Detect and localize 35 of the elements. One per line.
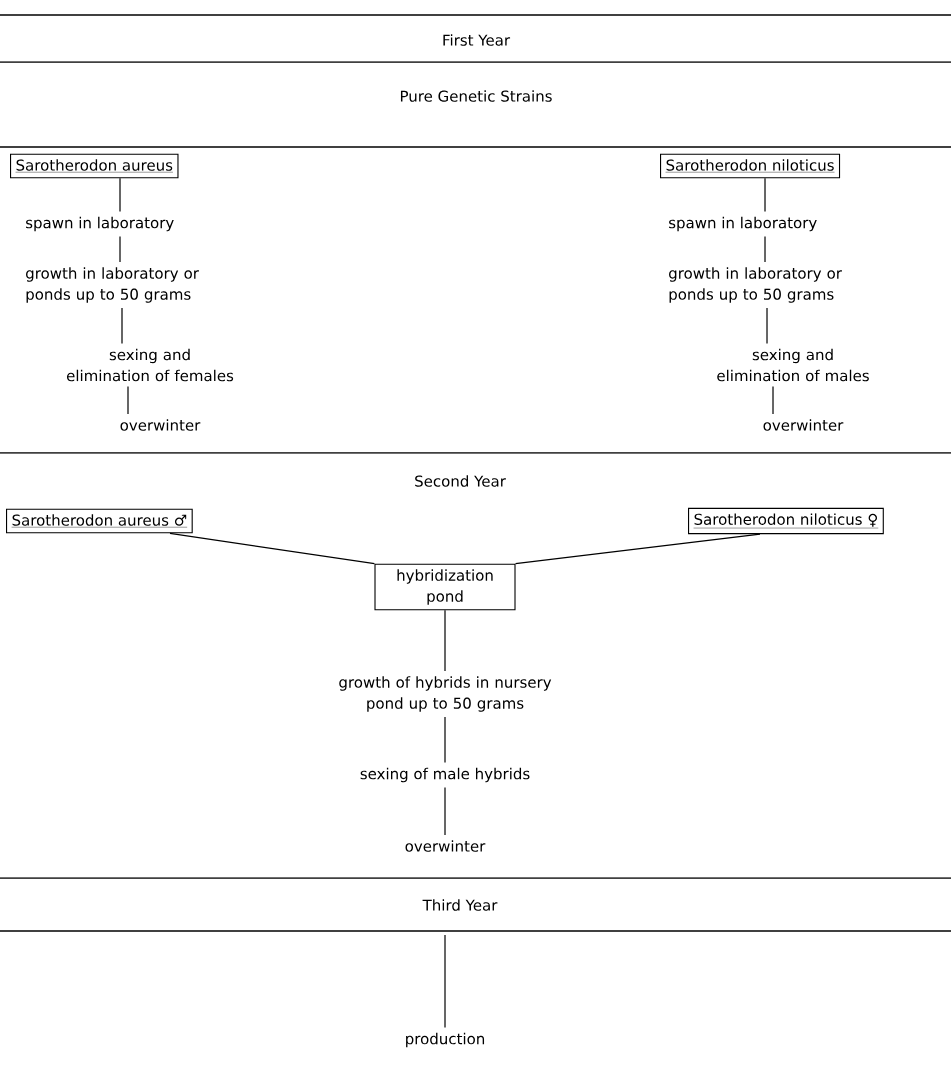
step-text: growth in laboratory or ponds up to 50 grams [26, 267, 199, 303]
species-box: Sarotherodon niloticus [660, 153, 841, 179]
connector-line [127, 385, 129, 415]
species-box: Sarotherodon niloticus ♀ [688, 507, 884, 535]
connector-line [764, 235, 766, 263]
step-text: production [406, 1032, 485, 1048]
section-heading: Second Year [415, 475, 506, 487]
step-text: growth of hybrids in nursery pond up to 50 grams [339, 676, 552, 712]
pond-box: hybridization pond [374, 563, 516, 611]
section-heading: Pure Genetic Strains [400, 90, 552, 102]
connector-line [772, 385, 774, 415]
connector-line [121, 307, 123, 345]
connector-line [169, 532, 376, 565]
step-text: growth in laboratory or ponds up to 50 grams [669, 267, 842, 303]
step-text: spawn in laboratory [669, 216, 817, 232]
step-text: overwinter [763, 419, 844, 431]
connector-line [444, 934, 446, 1029]
species-box: Sarotherodon aureus [10, 153, 179, 179]
step-text: sexing and elimination of females [66, 348, 234, 382]
section-heading: Third Year [422, 899, 498, 911]
step-text: overwinter [120, 419, 201, 431]
step-text: spawn in laboratory [26, 216, 174, 232]
connector-line [514, 533, 761, 565]
connector-line [119, 235, 121, 263]
connector-line [444, 786, 446, 836]
connector-line [766, 307, 768, 345]
connector-line [444, 609, 446, 672]
step-text: overwinter [405, 840, 486, 852]
connector-line [764, 177, 766, 213]
species-box: Sarotherodon aureus ♂ [6, 508, 193, 534]
step-text: sexing of male hybrids [360, 767, 530, 783]
step-text: sexing and elimination of males [717, 348, 869, 382]
connector-line [444, 716, 446, 764]
section-heading: First Year [443, 34, 511, 46]
connector-line [119, 177, 121, 213]
